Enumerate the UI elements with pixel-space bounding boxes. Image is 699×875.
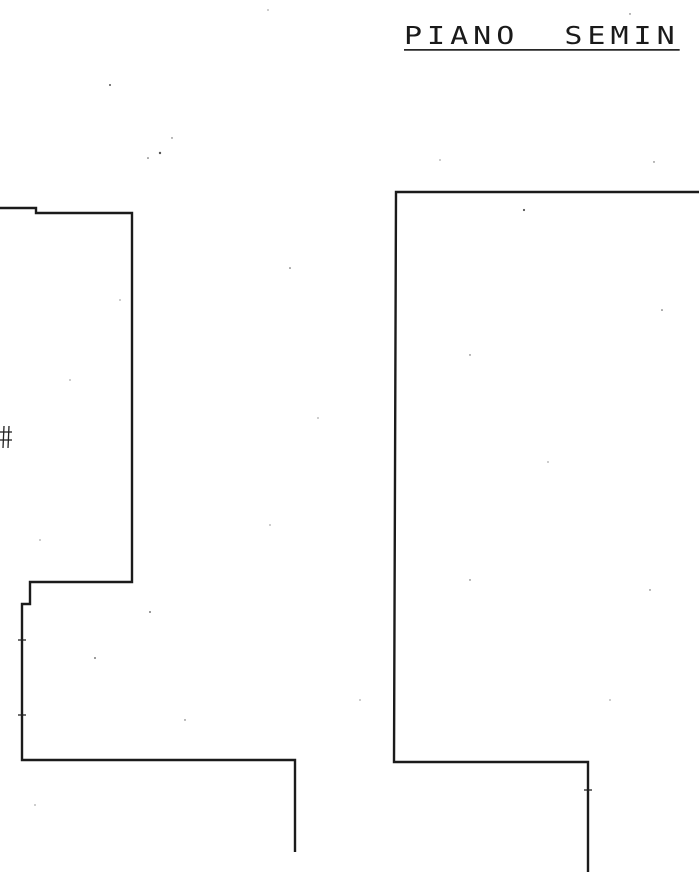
right-room-outline xyxy=(392,190,699,872)
plan-title-text: PIANO SEMIN xyxy=(404,22,680,51)
left-room-outline xyxy=(0,206,297,852)
scan-noise xyxy=(34,9,663,806)
hash-cross-symbol-icon xyxy=(0,425,12,449)
plan-title: PIANO SEMIN xyxy=(404,22,680,51)
